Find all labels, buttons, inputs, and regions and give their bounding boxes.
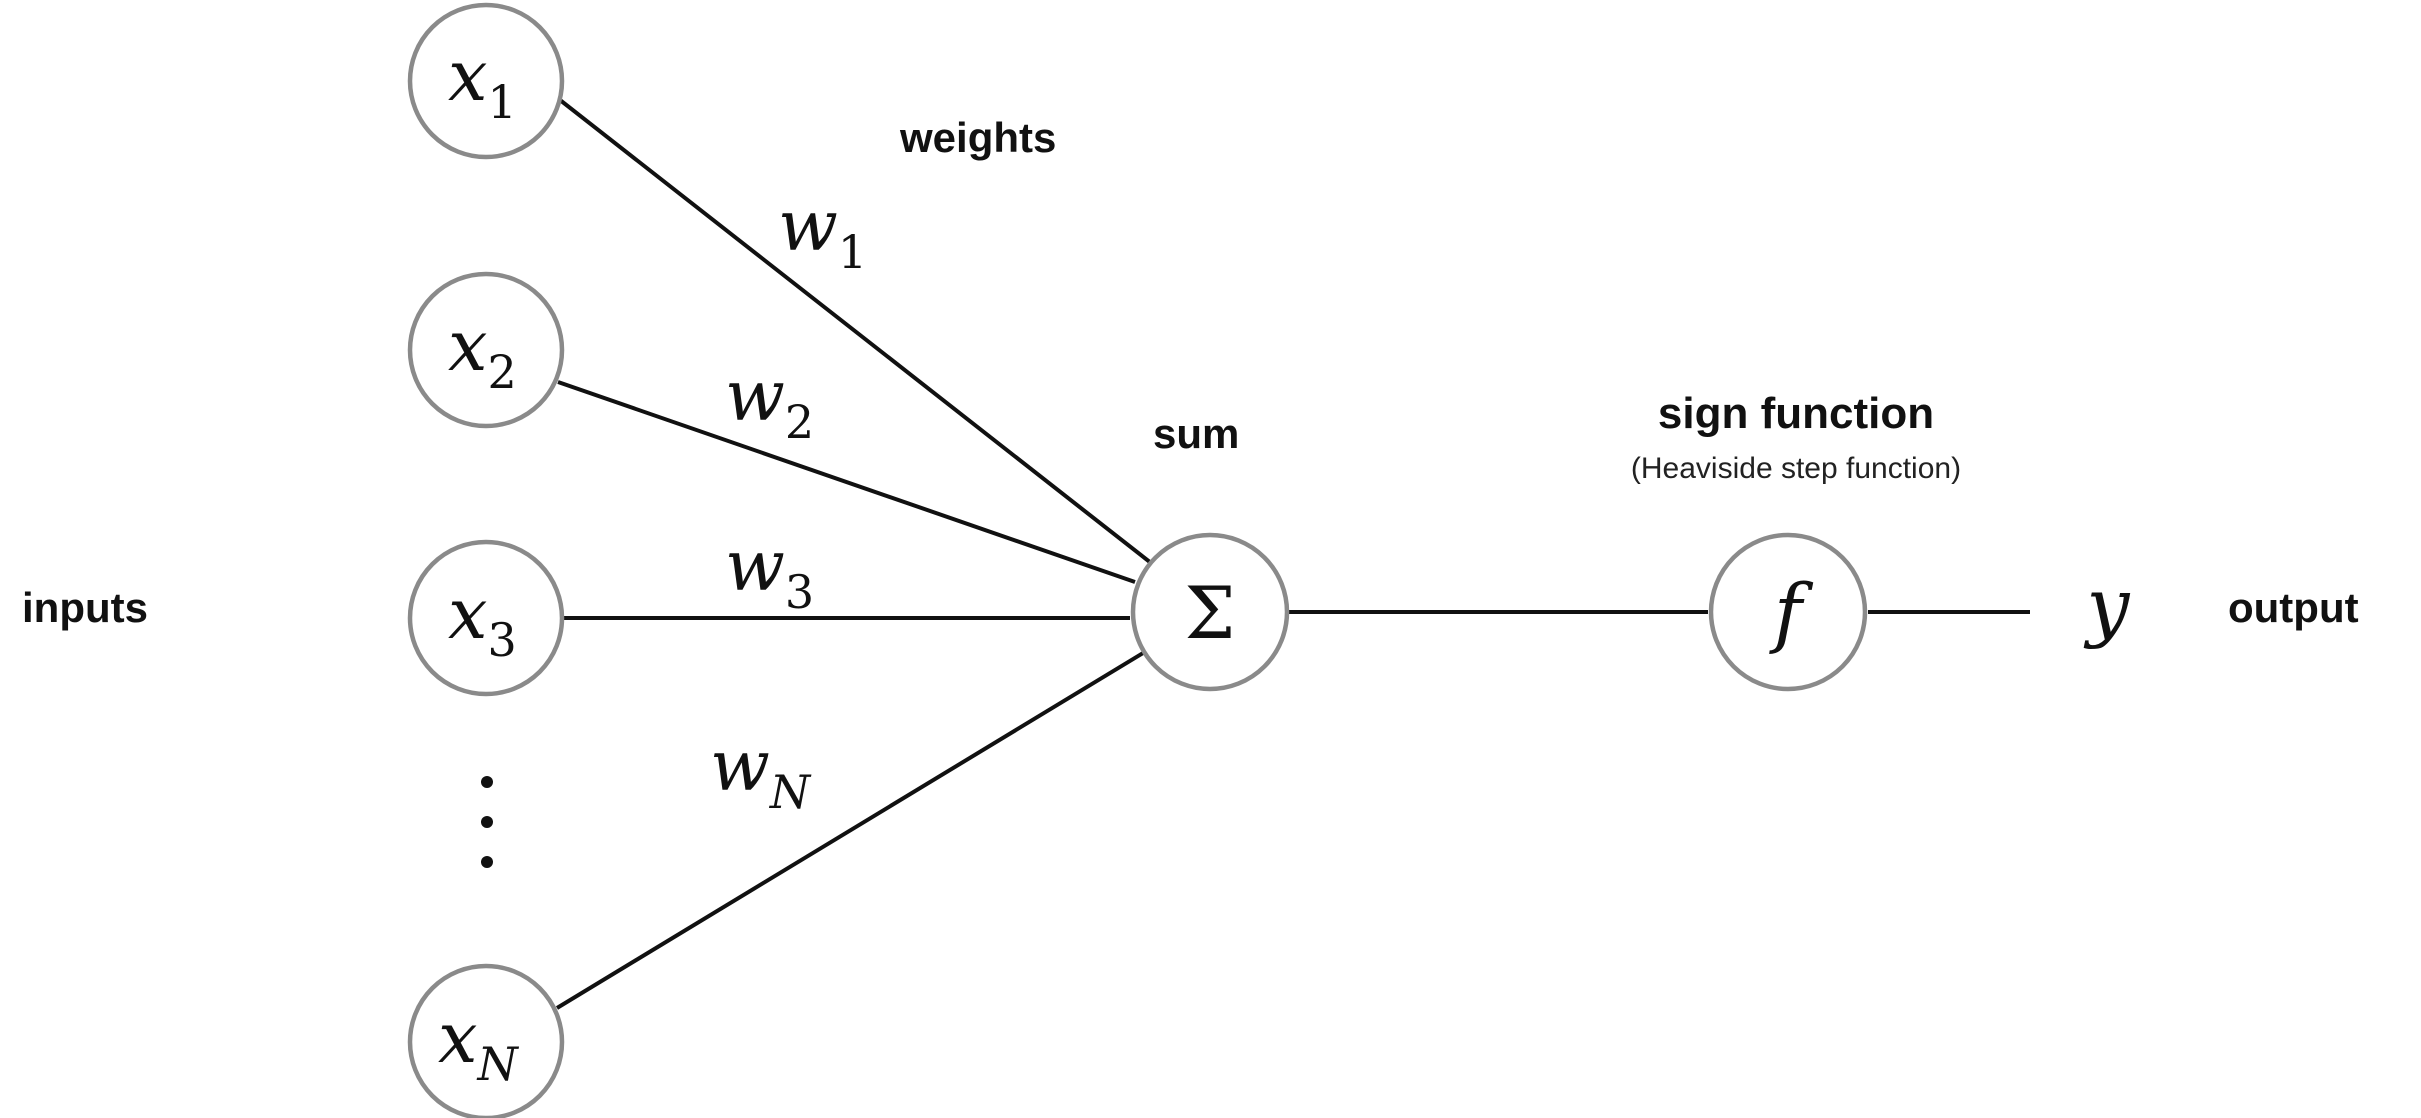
input-node-xN: xN — [407, 963, 565, 1118]
sum-symbol: Σ — [1185, 571, 1236, 655]
input-x1-base: x — [448, 35, 487, 117]
edge-x1-sum — [558, 98, 1162, 572]
edge-x2-sum — [557, 380, 1136, 584]
svg-text:x2: x2 — [448, 305, 517, 399]
weight-w3-sub: 3 — [785, 565, 814, 619]
svg-text:x3: x3 — [448, 573, 517, 667]
weight-w2: w2 — [725, 355, 814, 449]
weight-w3: w3 — [725, 525, 814, 619]
weight-w1-sub: 1 — [838, 225, 867, 279]
weight-w2-sub: 2 — [785, 395, 814, 449]
edge-xN-sum — [555, 648, 1150, 1010]
input-x2-sub: 2 — [487, 345, 516, 399]
activation-node: f — [1708, 532, 1868, 692]
sign-function-note: (Heaviside step function) — [1631, 452, 1961, 485]
input-node-x3: x3 — [407, 539, 565, 697]
svg-text:x1: x1 — [448, 35, 517, 129]
input-xN-base: x — [438, 997, 477, 1079]
weight-wN-sub: N — [769, 765, 812, 819]
vertical-ellipsis — [481, 776, 493, 868]
output-symbol: y — [2084, 561, 2131, 650]
input-node-x2: x2 — [407, 271, 565, 429]
weights-label: weights — [899, 114, 1056, 161]
weight-wN: wN — [710, 725, 812, 819]
sum-node: Σ — [1130, 532, 1290, 692]
svg-text:xN: xN — [438, 997, 519, 1091]
weight-w3-base: w — [725, 525, 785, 607]
sign-function-label: sign function — [1658, 389, 1934, 438]
input-x3-base: x — [448, 573, 487, 655]
output-label: output — [2228, 584, 2359, 631]
weight-w1: w1 — [778, 185, 867, 279]
input-node-x1: x1 — [407, 2, 565, 160]
weight-w1-base: w — [778, 185, 838, 267]
input-x1-sub: 1 — [487, 75, 516, 129]
input-x2-base: x — [448, 305, 487, 387]
input-xN-sub: N — [476, 1037, 519, 1091]
sum-label: sum — [1153, 410, 1239, 457]
inputs-label: inputs — [22, 584, 148, 631]
weight-w2-base: w — [725, 355, 785, 437]
weight-wN-base: w — [710, 725, 770, 807]
input-x3-sub: 3 — [487, 613, 516, 667]
